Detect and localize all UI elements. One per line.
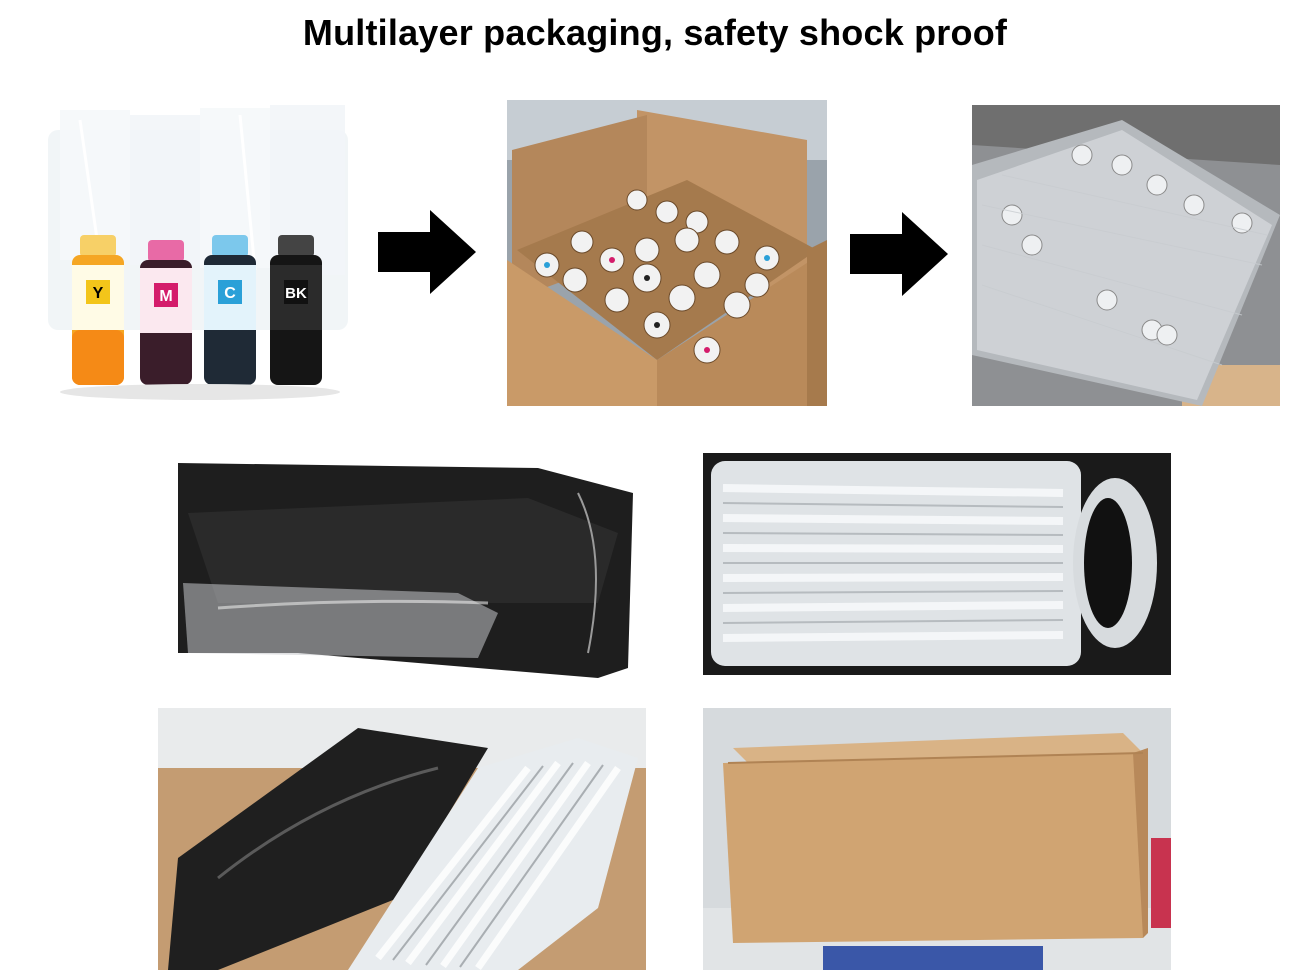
arrow-right-icon — [850, 212, 948, 296]
bottle-label-m: M — [159, 288, 172, 305]
black-bag-and-air-column-photo — [158, 708, 646, 970]
arrow-right-icon — [378, 210, 476, 294]
bottle-label-bk: BK — [285, 285, 307, 302]
air-column-bag-photo — [703, 453, 1171, 675]
black-bag-photo — [158, 453, 646, 679]
carton-with-dividers-photo — [507, 100, 827, 406]
bottle-label-c: C — [224, 285, 236, 302]
bottle-label-y: Y — [93, 285, 104, 302]
bubble-wrap-carton-photo — [972, 105, 1280, 406]
sealed-carton-photo — [703, 708, 1171, 970]
page-title: Multilayer packaging, safety shock proof — [302, 12, 1008, 53]
ink-bottles-photo: Y M C BK — [40, 100, 355, 405]
